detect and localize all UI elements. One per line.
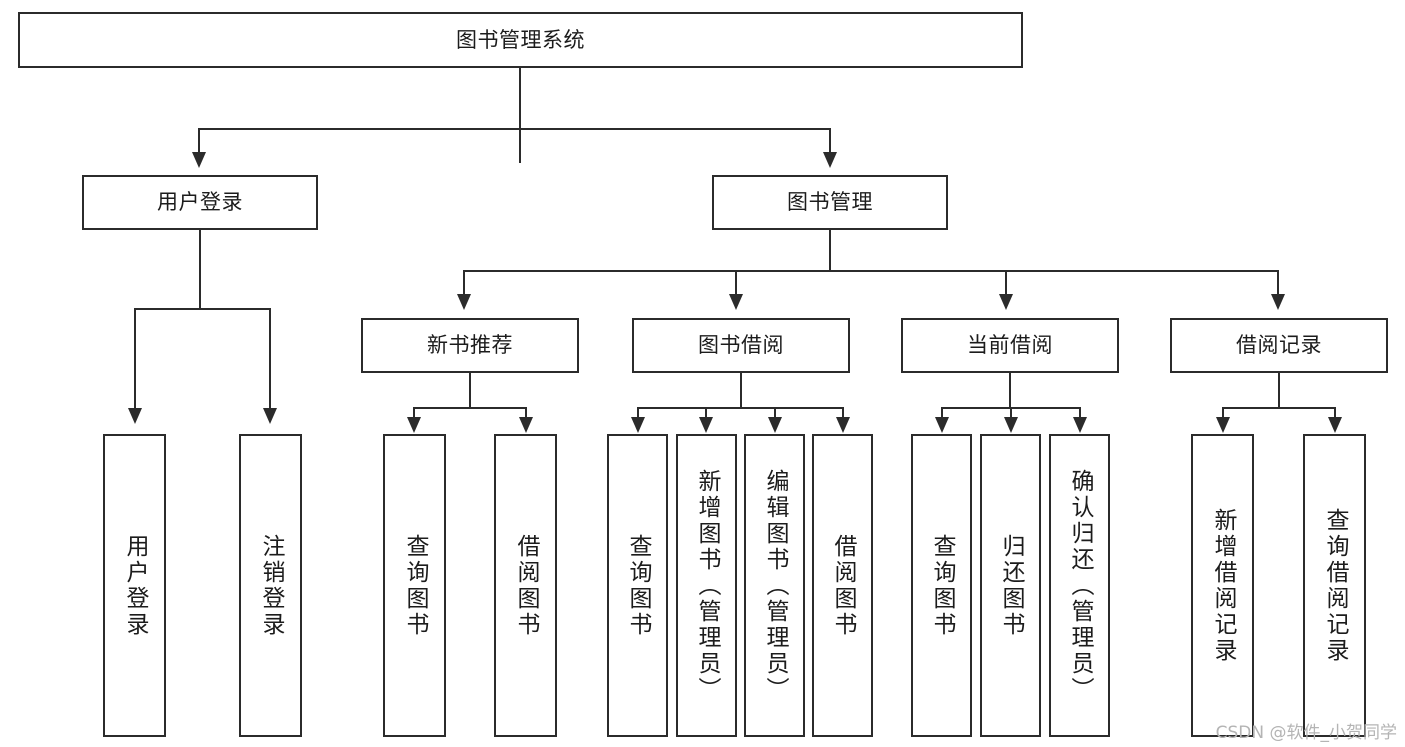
node-label: 借阅记录 <box>1236 333 1322 358</box>
edge-borrow-record-stem <box>1278 373 1280 409</box>
leaf-new-book-query-books[interactable]: 查询图书 <box>383 434 446 737</box>
leaf-borrow-borrow-books[interactable]: 借阅图书 <box>812 434 873 737</box>
leaf-borrow-query-books[interactable]: 查询图书 <box>607 434 668 737</box>
node-label: 查询图书 <box>929 533 955 638</box>
edge-br-to-leaf-1 <box>1222 407 1224 421</box>
leaf-user-login-signout[interactable]: 注销登录 <box>239 434 302 737</box>
node-label: 图书管理 <box>787 190 873 215</box>
edge-book-management-stem <box>829 230 831 272</box>
edge-current-borrow-stem <box>1009 373 1011 409</box>
leaf-current-return-books[interactable]: 归还图书 <box>980 434 1041 737</box>
node-label: 归还图书 <box>998 533 1024 638</box>
leaf-current-query-books[interactable]: 查询图书 <box>911 434 972 737</box>
leaf-new-book-borrow-books[interactable]: 借阅图书 <box>494 434 557 737</box>
edge-cb-to-leaf-3 <box>1079 407 1081 421</box>
arrowhead-bm-to-current-borrow <box>999 294 1013 310</box>
edge-root-to-book-management <box>829 128 831 158</box>
edge-bm-to-borrow-book <box>735 270 737 300</box>
arrowhead-bm-to-borrow-book <box>729 294 743 310</box>
node-label: 新增图书（管理员） <box>694 468 720 703</box>
edge-bb-to-leaf-1 <box>637 407 639 421</box>
edge-user-login-to-leaf-2 <box>269 308 271 413</box>
edge-borrow-book-stem <box>740 373 742 409</box>
edge-br-to-leaf-2 <box>1334 407 1336 421</box>
leaf-record-add-record[interactable]: 新增借阅记录 <box>1191 434 1254 737</box>
node-label: 用户登录 <box>157 190 243 215</box>
arrowhead-user-login-to-leaf-2 <box>263 408 277 424</box>
node-new-book-recommendation[interactable]: 新书推荐 <box>361 318 579 373</box>
leaf-current-confirm-return-admin[interactable]: 确认归还（管理员） <box>1049 434 1110 737</box>
edge-new-book-stem <box>469 373 471 409</box>
leaf-borrow-add-book-admin[interactable]: 新增图书（管理员） <box>676 434 737 737</box>
edge-bb-to-leaf-4 <box>842 407 844 421</box>
edge-nb-to-leaf-2 <box>525 407 527 421</box>
arrowhead-root-to-book-management <box>823 152 837 168</box>
edge-borrow-record-bus <box>1222 407 1335 409</box>
arrowhead-nb-to-leaf-1 <box>407 417 421 433</box>
node-label: 图书借阅 <box>698 333 784 358</box>
edge-bm-to-new-book <box>463 270 465 300</box>
edge-user-login-bus <box>134 308 271 310</box>
arrowhead-bb-to-leaf-4 <box>836 417 850 433</box>
edge-nb-to-leaf-1 <box>413 407 415 421</box>
node-label: 注销登录 <box>258 533 284 638</box>
edge-borrow-book-bus <box>637 407 843 409</box>
arrowhead-cb-to-leaf-3 <box>1073 417 1087 433</box>
arrowhead-bb-to-leaf-2 <box>699 417 713 433</box>
edge-bm-to-borrow-record <box>1277 270 1279 300</box>
arrowhead-cb-to-leaf-1 <box>935 417 949 433</box>
node-label: 确认归还（管理员） <box>1067 468 1093 703</box>
node-label: 查询图书 <box>402 533 428 638</box>
arrowhead-br-to-leaf-2 <box>1328 417 1342 433</box>
leaf-user-login-signin[interactable]: 用户登录 <box>103 434 166 737</box>
edge-root-to-user-login <box>198 128 200 158</box>
edge-cb-to-leaf-2 <box>1010 407 1012 421</box>
edge-bb-to-leaf-2 <box>705 407 707 421</box>
arrowhead-cb-to-leaf-2 <box>1004 417 1018 433</box>
edge-user-login-to-leaf-1 <box>134 308 136 413</box>
arrowhead-root-to-user-login <box>192 152 206 168</box>
edge-bb-to-leaf-3 <box>774 407 776 421</box>
arrowhead-bm-to-borrow-record <box>1271 294 1285 310</box>
arrowhead-bb-to-leaf-3 <box>768 417 782 433</box>
edge-user-login-stem <box>199 230 201 310</box>
edge-new-book-bus <box>413 407 526 409</box>
leaf-borrow-edit-book-admin[interactable]: 编辑图书（管理员） <box>744 434 805 737</box>
arrowhead-br-to-leaf-1 <box>1216 417 1230 433</box>
edge-bm-to-current-borrow <box>1005 270 1007 300</box>
edge-cb-to-leaf-1 <box>941 407 943 421</box>
leaf-record-query-record[interactable]: 查询借阅记录 <box>1303 434 1366 737</box>
arrowhead-user-login-to-leaf-1 <box>128 408 142 424</box>
node-user-login[interactable]: 用户登录 <box>82 175 318 230</box>
arrowhead-nb-to-leaf-2 <box>519 417 533 433</box>
node-label: 查询借阅记录 <box>1322 507 1348 664</box>
node-root-book-management-system[interactable]: 图书管理系统 <box>18 12 1023 68</box>
node-book-borrowing[interactable]: 图书借阅 <box>632 318 850 373</box>
node-label: 借阅图书 <box>513 533 539 638</box>
node-book-management[interactable]: 图书管理 <box>712 175 948 230</box>
edge-book-management-bus <box>463 270 1278 272</box>
node-current-borrowing[interactable]: 当前借阅 <box>901 318 1119 373</box>
node-label: 查询图书 <box>625 533 651 638</box>
edge-root-bus <box>198 128 831 130</box>
node-borrowing-record[interactable]: 借阅记录 <box>1170 318 1388 373</box>
arrowhead-bb-to-leaf-1 <box>631 417 645 433</box>
node-label: 借阅图书 <box>830 533 856 638</box>
node-label: 图书管理系统 <box>456 27 585 52</box>
node-label: 用户登录 <box>122 533 148 638</box>
edge-root-stem <box>519 68 521 163</box>
node-label: 当前借阅 <box>967 333 1053 358</box>
node-label: 新增借阅记录 <box>1210 507 1236 664</box>
arrowhead-bm-to-new-book <box>457 294 471 310</box>
node-label: 新书推荐 <box>427 333 513 358</box>
node-label: 编辑图书（管理员） <box>762 468 788 703</box>
